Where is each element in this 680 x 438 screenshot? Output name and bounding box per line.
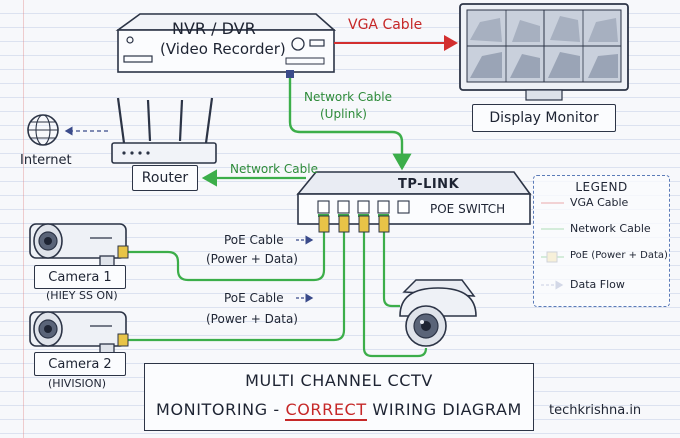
poe-1-label-line1: PoE Cable xyxy=(224,233,284,247)
title-line-2-prefix: MONITORING - xyxy=(156,400,286,419)
camera-1-label: Camera 1 xyxy=(34,265,126,289)
title-line-2-suffix: WIRING DIAGRAM xyxy=(366,400,522,419)
router-device xyxy=(111,97,217,164)
poe-2-label-line1: PoE Cable xyxy=(224,291,284,305)
camera-2-poe-cable xyxy=(124,218,346,342)
poe-connector-camera-2 xyxy=(117,333,129,347)
router-cable-label: Network Cable xyxy=(230,162,318,176)
uplink-cable xyxy=(288,72,412,171)
legend-vga-label: VGA Cable xyxy=(570,196,629,209)
legend-poe: PoE (Power + Data) xyxy=(542,250,668,261)
poe-connector-4 xyxy=(378,215,390,233)
nvr-subtitle: (Video Recorder) xyxy=(160,40,286,58)
legend: LEGEND VGA Cable Network Cable PoE (Powe… xyxy=(533,175,670,307)
legend-title: LEGEND xyxy=(575,180,628,194)
legend-network-label: Network Cable xyxy=(570,222,651,235)
nvr-device xyxy=(115,13,337,73)
poe-connector-1 xyxy=(318,215,330,233)
camera-2-label: Camera 2 xyxy=(34,352,126,376)
camera-1-brand: (HIEY SS ON) xyxy=(46,289,118,302)
vga-cable-label: VGA Cable xyxy=(348,17,423,33)
globe-icon xyxy=(27,114,59,146)
legend-flow: Data Flow xyxy=(542,278,625,291)
uplink-label-line2: (Uplink) xyxy=(320,107,367,121)
poe-connector-camera-1 xyxy=(117,245,129,259)
poe-connector-2 xyxy=(338,215,350,233)
switch-brand: TP-LINK xyxy=(398,177,460,192)
poe-1-label-line2: (Power + Data) xyxy=(206,252,298,266)
switch-label: POE SWITCH xyxy=(430,202,506,216)
dome-camera-device xyxy=(399,279,477,347)
internet-label: Internet xyxy=(20,153,72,168)
router-label: Router xyxy=(132,165,198,191)
title-highlight: CORRECT xyxy=(285,400,367,421)
camera-1-poe-cable xyxy=(124,218,326,282)
legend-network: Network Cable xyxy=(542,222,651,235)
dome-camera-poe-cable xyxy=(362,218,428,358)
camera-2-device xyxy=(29,311,127,355)
diagram-title-box: MULTI CHANNEL CCTV MONITORING - CORRECT … xyxy=(144,363,534,431)
monitor-label: Display Monitor xyxy=(472,104,616,132)
legend-vga: VGA Cable xyxy=(542,196,628,209)
nvr-title: NVR / DVR xyxy=(172,19,256,38)
poe-connector-3 xyxy=(358,215,370,233)
dome-camera-poe-cable-2 xyxy=(382,218,400,308)
camera-2-brand: (HIVISION) xyxy=(48,377,106,390)
site-credit: techkrishna.in xyxy=(549,403,642,418)
poe-switch xyxy=(296,171,532,225)
legend-flow-label: Data Flow xyxy=(570,278,625,291)
camera-1-device xyxy=(29,223,127,267)
uplink-label-line1: Network Cable xyxy=(304,90,392,104)
title-line-2: MONITORING - CORRECT WIRING DIAGRAM xyxy=(145,400,533,421)
poe-2-label-line2: (Power + Data) xyxy=(206,312,298,326)
display-monitor xyxy=(459,3,629,101)
title-line-1: MULTI CHANNEL CCTV xyxy=(245,371,433,390)
legend-poe-label: PoE (Power + Data) xyxy=(570,250,668,261)
